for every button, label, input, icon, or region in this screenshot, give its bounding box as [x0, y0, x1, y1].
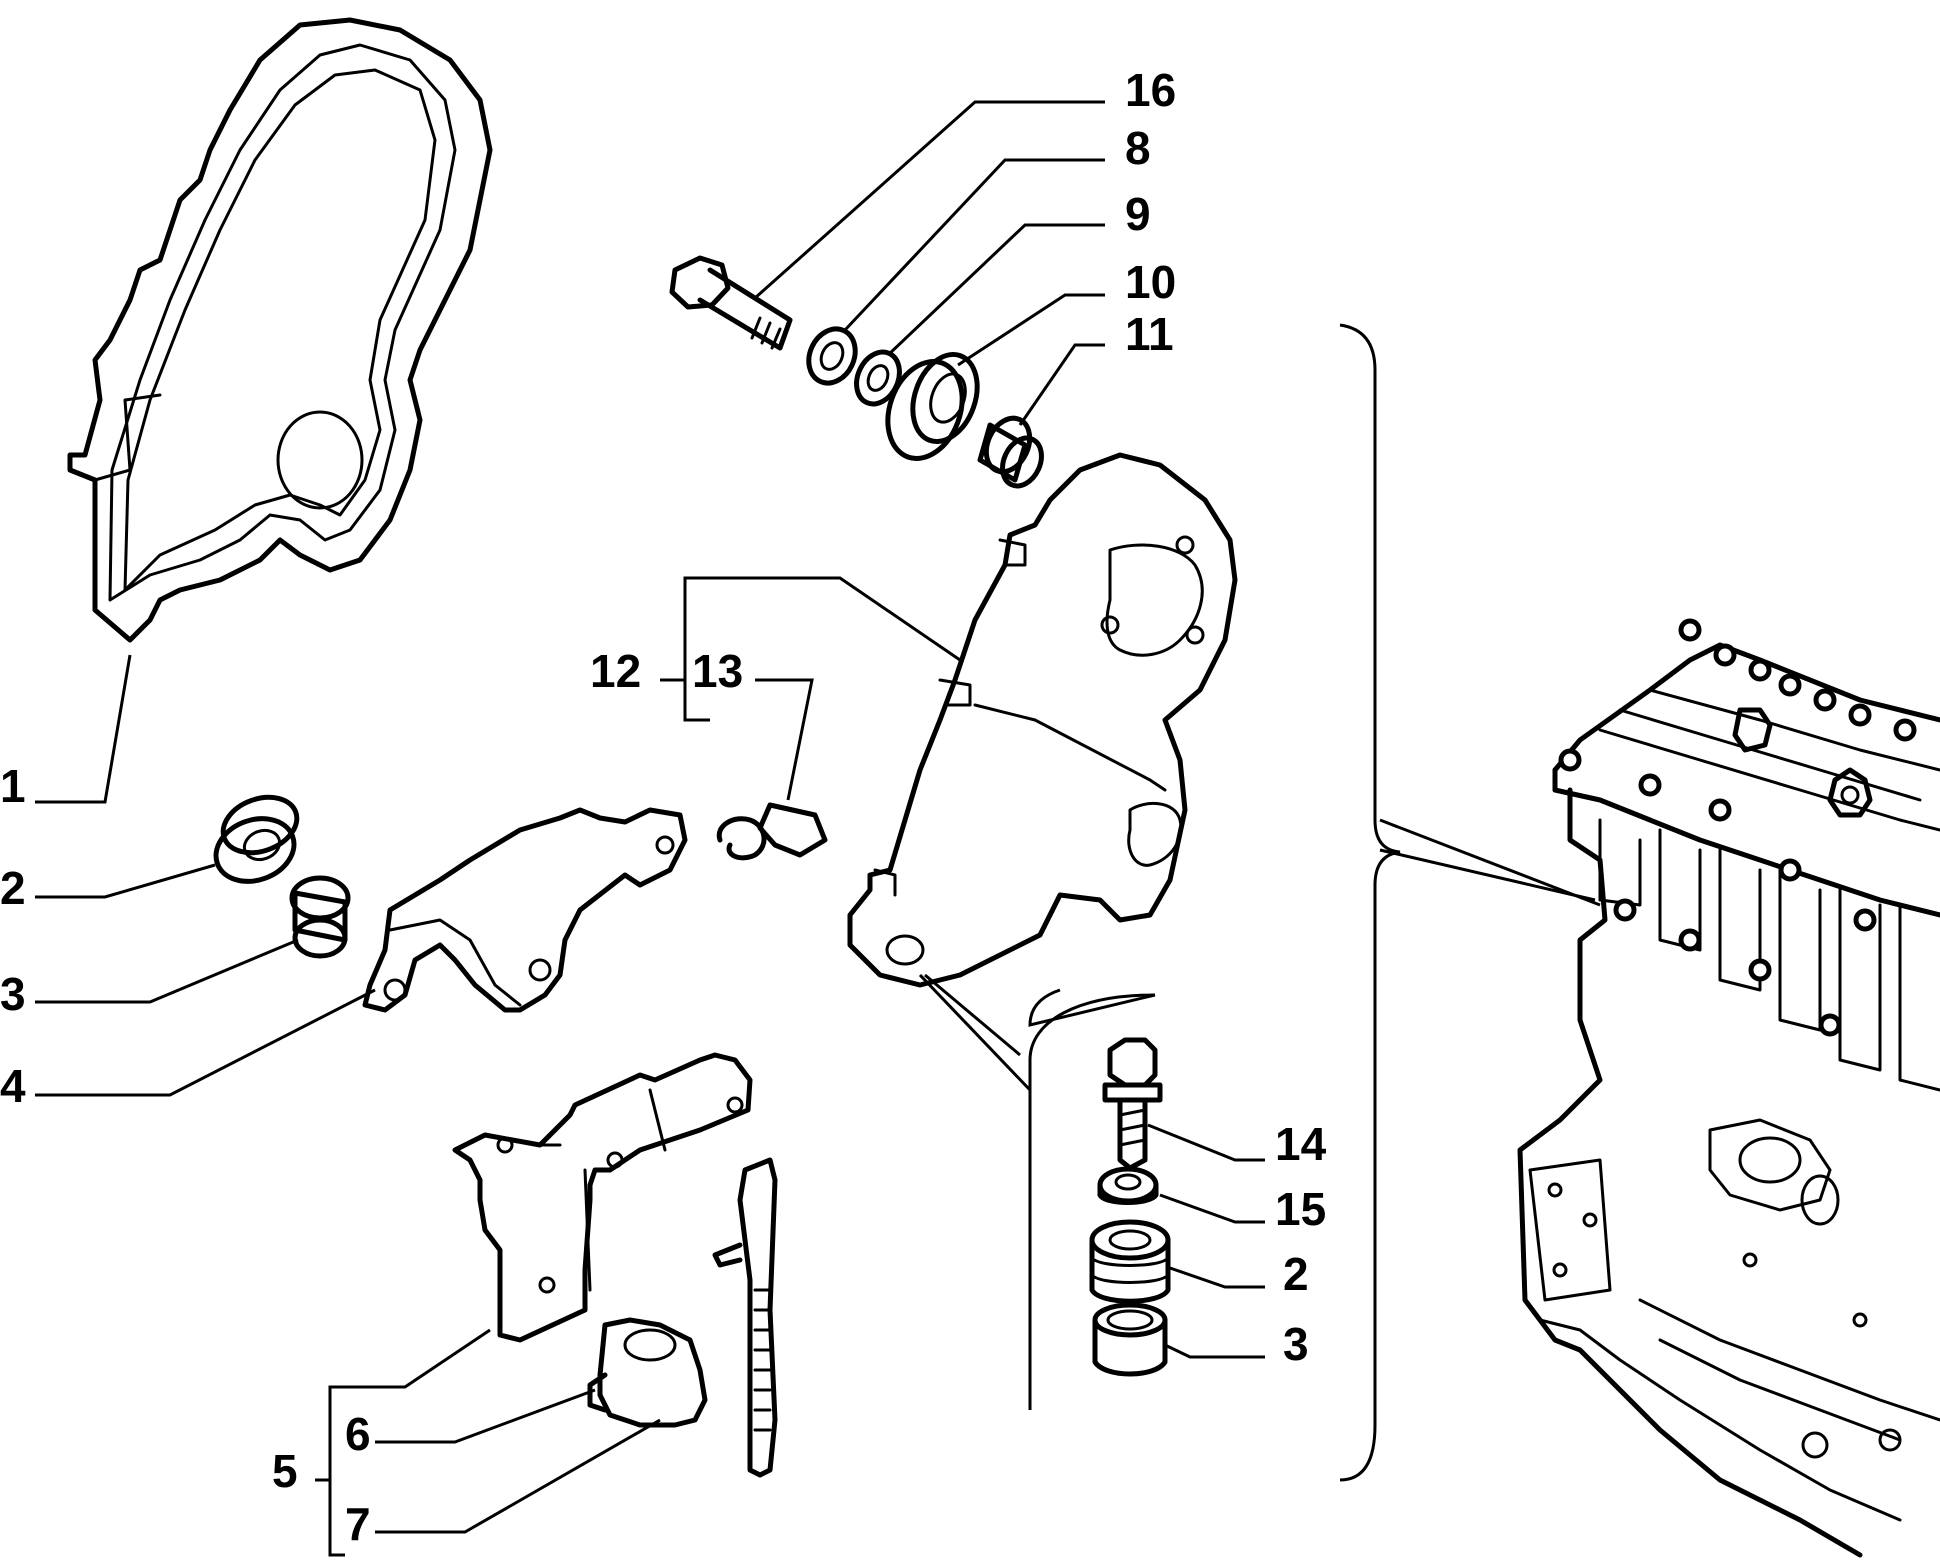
detail-sleeve — [1092, 1302, 1168, 1377]
leader-line-1 — [35, 654, 132, 804]
rubber-bushing-left — [213, 794, 300, 884]
leader-line-5 — [328, 1328, 491, 1557]
rubber-bushing — [885, 351, 980, 461]
spacer-sleeve-left — [289, 875, 351, 959]
washer — [806, 326, 858, 386]
callout-10: 10 — [1125, 256, 1176, 308]
cover-bolt — [1102, 1037, 1163, 1171]
leader-line-3b — [1164, 1343, 1265, 1359]
callout-3-detail: 3 — [1283, 1318, 1309, 1370]
leader-line-9 — [886, 223, 1105, 357]
callout-9: 9 — [1125, 188, 1151, 240]
callout-1: 1 — [0, 760, 26, 812]
detail-view-frame — [1028, 993, 1156, 1410]
callout-12: 12 — [590, 645, 641, 697]
cable-tie — [712, 1157, 778, 1478]
leader-line-12 — [683, 576, 961, 722]
brace-pointer-2 — [1379, 848, 1596, 902]
leader-line-2b — [1169, 1266, 1265, 1289]
detail-view-boundary — [1028, 988, 1156, 1027]
callout-2-detail: 2 — [1283, 1248, 1309, 1300]
timing-belt-inner-cover — [847, 452, 1238, 988]
callout-14: 14 — [1275, 1118, 1327, 1170]
leader-line-11 — [1018, 343, 1105, 426]
detail-rubber-bushing — [1089, 1219, 1171, 1304]
timing-belt-outer-cover — [67, 17, 493, 643]
callout-15: 15 — [1275, 1183, 1326, 1235]
leader-line-16 — [754, 100, 1105, 300]
hose-bracket — [452, 1052, 753, 1343]
leader-line-2 — [35, 863, 216, 899]
assembly-brace — [1339, 323, 1401, 1482]
callout-3: 3 — [0, 968, 26, 1020]
leader-line-13 — [755, 678, 814, 801]
leader-line-8 — [843, 158, 1105, 332]
leader-line-15 — [1159, 1193, 1265, 1224]
bolt — [669, 255, 793, 351]
leader-line-3 — [35, 938, 299, 1004]
pipe-clamp — [587, 1317, 708, 1428]
engine-block — [1517, 618, 1940, 1558]
detail-leader — [918, 973, 1032, 1092]
spacer-sleeve — [977, 415, 1044, 489]
callout-16: 16 — [1125, 64, 1176, 116]
mounting-bracket — [362, 807, 688, 1013]
leader-line-6 — [375, 1388, 596, 1444]
callout-5: 5 — [272, 1445, 298, 1497]
leader-line-10 — [957, 293, 1105, 367]
leader-line-4 — [35, 988, 376, 1097]
leader-line-14 — [1147, 1123, 1265, 1162]
callout-6: 6 — [345, 1408, 371, 1460]
callout-2: 2 — [0, 862, 26, 914]
leader-line-7 — [375, 1418, 661, 1534]
detail-leader-2 — [924, 973, 1021, 1057]
spring-clip — [716, 802, 828, 861]
detail-washer — [1097, 1166, 1159, 1205]
callout-11: 11 — [1125, 308, 1174, 360]
callout-8: 8 — [1125, 122, 1151, 174]
callout-4: 4 — [0, 1060, 26, 1112]
callout-13: 13 — [692, 645, 743, 697]
brace-pointer — [1379, 818, 1601, 907]
callout-7: 7 — [345, 1498, 371, 1550]
